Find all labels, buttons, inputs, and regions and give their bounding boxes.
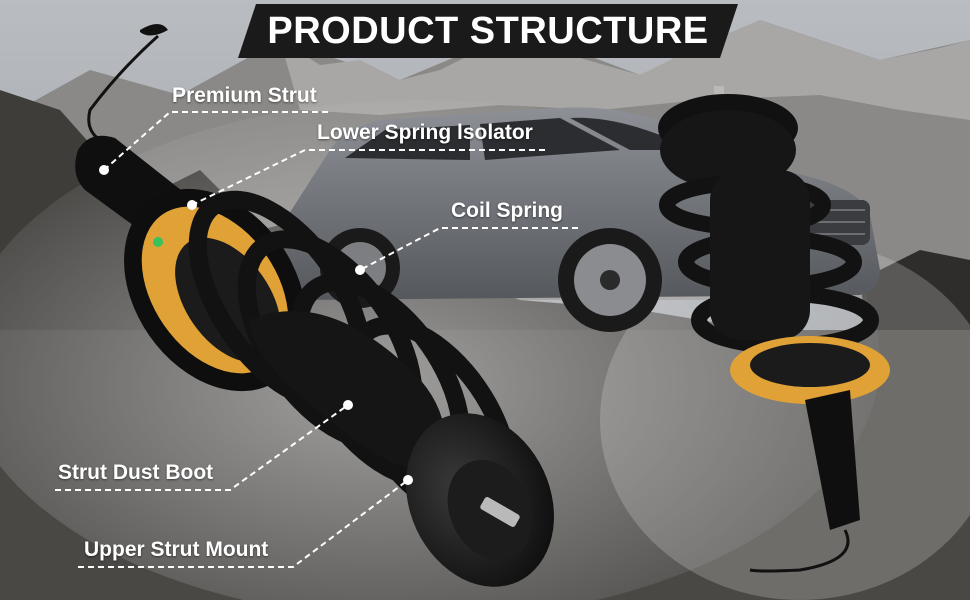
label-premium-strut: Premium Strut (172, 84, 317, 107)
label-lower-spring-isolator: Lower Spring lsolator (317, 121, 533, 144)
dot-strut-dust-boot (343, 400, 353, 410)
leader-coil-spring (359, 227, 578, 271)
dot-coil-spring (355, 265, 365, 275)
dust-boot (250, 311, 445, 472)
page-title: PRODUCT STRUCTURE (267, 10, 709, 52)
title-banner: PRODUCT STRUCTURE (238, 4, 738, 58)
label-upper-strut-mount: Upper Strut Mount (84, 538, 269, 561)
fog-right (600, 240, 970, 600)
label-coil-spring: Coil Spring (451, 199, 563, 222)
dot-lower-spring-isolator (187, 200, 197, 210)
left-strut-assembly (75, 24, 554, 587)
dot-upper-strut-mount (403, 475, 413, 485)
leader-premium-strut (103, 111, 328, 171)
right-strut-assembly (658, 86, 890, 573)
leader-upper-strut-mount (78, 479, 409, 568)
label-strut-dust-boot: Strut Dust Boot (58, 461, 214, 484)
leader-strut-dust-boot (55, 404, 349, 491)
dot-premium-strut (99, 165, 109, 175)
leader-lower-spring-isolator (191, 149, 545, 206)
mountain-snow (280, 20, 970, 120)
